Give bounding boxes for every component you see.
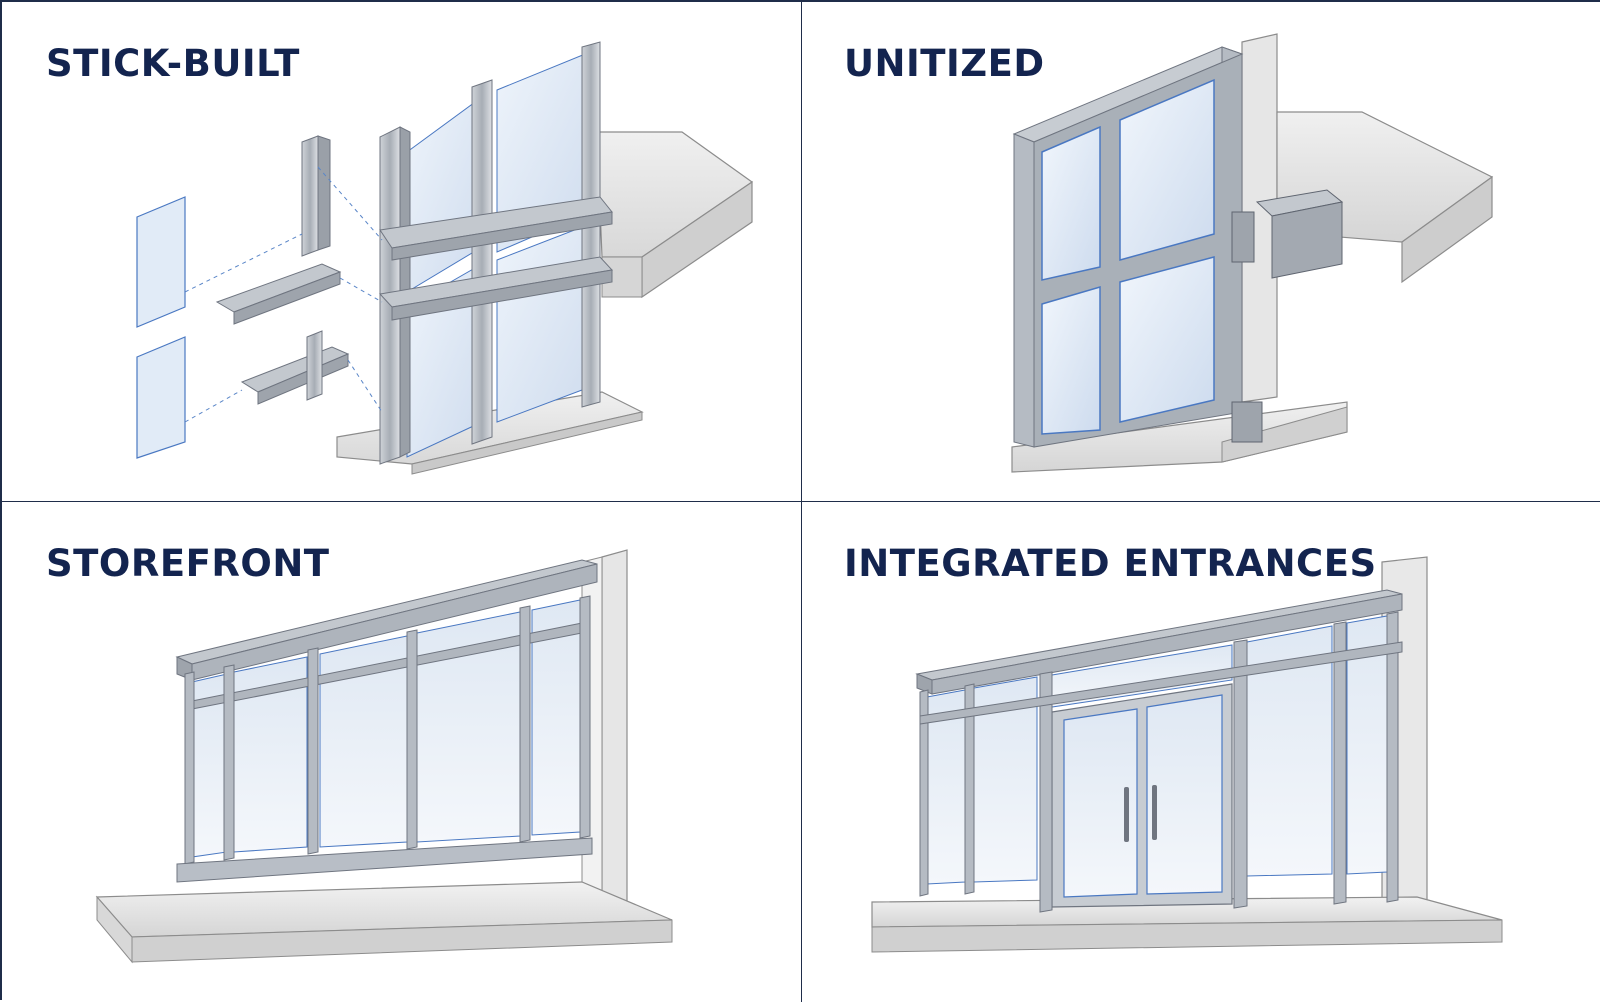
panel-title: STICK-BUILT	[46, 42, 300, 85]
anchor-bracket	[1231, 189, 1344, 443]
door-handle-right	[1152, 785, 1157, 840]
entrance-door	[1051, 683, 1233, 908]
horizontal-transoms	[379, 196, 613, 321]
storefront-illustration	[95, 549, 673, 964]
loose-glass-pane-upper	[136, 196, 186, 328]
stick-built-illustration	[136, 41, 754, 475]
panel-title: INTEGRATED ENTRANCES	[844, 542, 1377, 585]
exploded-components	[136, 135, 350, 459]
door-handle-left	[1124, 787, 1129, 842]
integrated-entrances-illustration	[871, 556, 1503, 953]
base-slab	[95, 881, 673, 964]
unitized-illustration	[1011, 33, 1494, 473]
panel-title: STOREFRONT	[46, 542, 330, 585]
header-beam	[175, 559, 598, 681]
panel-storefront: STOREFRONT	[2, 502, 802, 1002]
loose-mullion	[301, 135, 319, 257]
assembly-guides	[184, 166, 383, 423]
sill	[176, 837, 593, 883]
base-slab	[871, 896, 1503, 953]
storefront-mullions	[184, 595, 591, 865]
loose-glass-pane-lower	[136, 336, 186, 459]
unit-glass	[1041, 78, 1215, 435]
installed-glass	[406, 51, 591, 458]
panel-stick-built: STICK-BUILT	[2, 2, 802, 502]
transom-bar	[919, 641, 1403, 725]
floor-slab	[596, 131, 754, 299]
panel-integrated-entrances: INTEGRATED ENTRANCES	[802, 502, 1600, 1002]
panel-unitized: UNITIZED	[802, 2, 1600, 502]
panel-title: UNITIZED	[844, 42, 1045, 85]
header-beam	[915, 589, 1403, 695]
entrance-mullions	[919, 611, 1399, 913]
